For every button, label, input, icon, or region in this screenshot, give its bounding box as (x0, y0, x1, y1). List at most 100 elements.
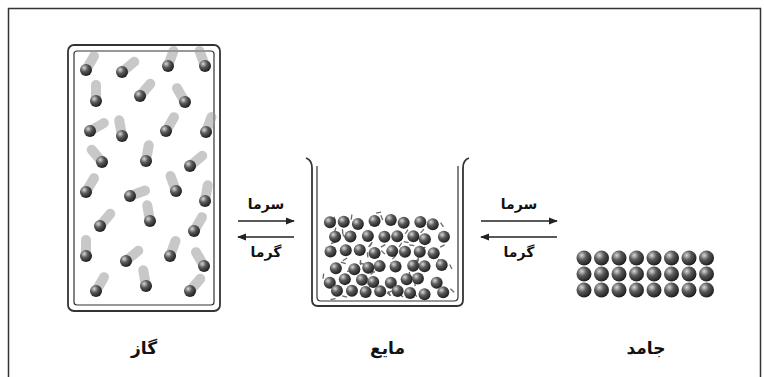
liquid-particle (401, 273, 413, 285)
gas-particle (160, 125, 172, 137)
liquid-particle (419, 233, 431, 245)
container-inner-wall (74, 51, 214, 305)
liquid-particle (419, 288, 431, 300)
solid-lattice: جامد (575, 248, 717, 300)
gas-particle (184, 160, 196, 172)
solid-particle (577, 251, 592, 266)
vibration-mark (342, 296, 347, 297)
frame (9, 9, 761, 377)
gas-particle (116, 130, 128, 142)
liquid-particle (362, 262, 374, 274)
gas-particle (188, 225, 200, 237)
liquid-particle (354, 244, 366, 256)
transition-arrow (481, 236, 557, 238)
vibration-mark (421, 229, 424, 233)
liquid-particle (419, 260, 431, 272)
solid-particle (664, 283, 679, 298)
liquid-particle (428, 247, 440, 259)
edge-label: سرما (246, 196, 286, 213)
vibration-mark (405, 230, 408, 234)
solid-particle (664, 251, 679, 266)
liquid-particle (386, 245, 398, 257)
gas-particle (90, 285, 102, 297)
beaker-outer-wall (306, 158, 469, 306)
gas-particle (116, 66, 128, 78)
liquid-particle (374, 260, 386, 272)
vibration-mark (409, 244, 414, 246)
state-label: گاز (48, 338, 240, 358)
vibration-mark (387, 293, 391, 296)
vibration-mark (381, 245, 385, 247)
vibration-mark (370, 242, 373, 246)
solid-particle (682, 251, 697, 266)
solid-particle (612, 267, 627, 282)
liquid-particle (404, 287, 416, 299)
liquid-particle (414, 216, 426, 228)
gas-particle (124, 190, 136, 202)
vibration-mark (381, 215, 383, 220)
vibration-mark (450, 289, 454, 292)
liquid-particle (412, 273, 424, 285)
vibration-mark (381, 251, 385, 255)
solid-particle (612, 283, 627, 298)
gas-particle (134, 90, 146, 102)
vibration-mark (341, 262, 346, 263)
liquid-particle (385, 214, 397, 226)
liquid-particle (324, 216, 336, 228)
gas-particle (200, 126, 212, 138)
liquid-particle (346, 285, 358, 297)
edge-label: گرما (502, 244, 537, 261)
transition-arrow (238, 220, 294, 222)
vibration-mark (376, 212, 381, 213)
gas-particle (80, 250, 92, 262)
solid-particle (647, 267, 662, 282)
liquid-particle (356, 274, 368, 286)
edge-label: گرما (249, 244, 284, 261)
solid-particle (682, 267, 697, 282)
vibration-mark (399, 243, 402, 247)
vibration-mark (322, 274, 324, 279)
liquid-particle (390, 260, 402, 272)
gas-particle (84, 125, 96, 137)
solid-particle (594, 283, 609, 298)
gas-particle (140, 280, 152, 292)
solid-particle (699, 283, 714, 298)
liquid-particle (399, 246, 411, 258)
vibration-mark (417, 257, 419, 262)
gas-particle (170, 185, 182, 197)
liquid-particle (331, 285, 343, 297)
gas-particle (198, 260, 210, 272)
vibration-mark (367, 252, 369, 257)
vibration-mark (343, 258, 347, 261)
vibration-mark (441, 223, 444, 227)
solid-particle (577, 283, 592, 298)
liquid-particles (323, 212, 454, 300)
state-label: جامد (555, 338, 737, 358)
liquid-particle (325, 246, 337, 258)
liquid-particle (438, 231, 450, 243)
liquid-particle (348, 263, 360, 275)
gas-particle (96, 156, 108, 168)
liquid-particle (414, 246, 426, 258)
vibration-mark (350, 215, 352, 220)
liquid-particle (344, 231, 356, 243)
liquid-particle (398, 217, 410, 229)
gas-particle (120, 255, 132, 267)
liquid-particle (391, 230, 403, 242)
liquid-particle (378, 231, 390, 243)
liquid-particle (369, 247, 381, 259)
gas-particle (199, 195, 211, 207)
liquid-particle (338, 216, 350, 228)
solid-particle (594, 251, 609, 266)
liquid-particle (352, 218, 364, 230)
gas-particle (144, 215, 156, 227)
gas-container: گاز (68, 45, 220, 311)
gas-particles (80, 51, 212, 297)
solid-particle (629, 283, 644, 298)
liquid-particle (437, 286, 449, 298)
vibration-mark (360, 260, 362, 265)
vibration-mark (369, 243, 372, 247)
liquid-particle (329, 231, 341, 243)
